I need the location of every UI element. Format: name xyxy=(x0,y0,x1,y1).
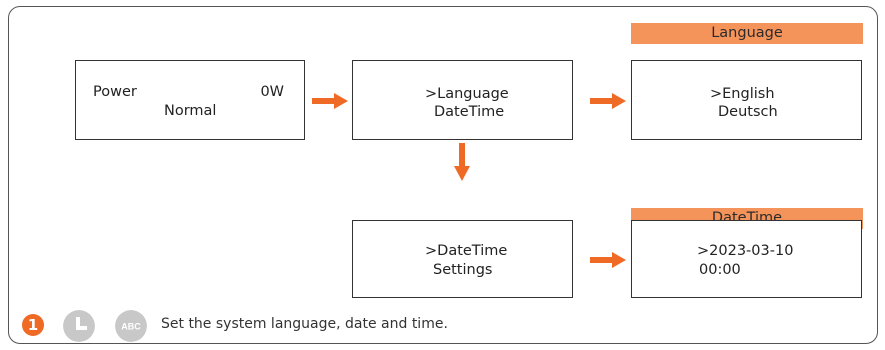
right-arrow xyxy=(590,93,626,109)
clock-icon xyxy=(63,310,95,342)
settings-menu-item: Settings xyxy=(433,262,493,278)
menu-screen: >Language DateTime xyxy=(352,60,573,140)
step-caption: Set the system language, date and time. xyxy=(161,316,448,332)
abc-keyboard-icon: ABC xyxy=(115,310,147,342)
time-value: 00:00 xyxy=(699,262,741,278)
date-value: >2023-03-10 xyxy=(697,243,794,259)
language-screen: >English Deutsch xyxy=(631,60,862,140)
right-arrow xyxy=(312,93,348,109)
down-arrow xyxy=(454,143,470,181)
right-arrow xyxy=(590,252,626,268)
status-state: Normal xyxy=(164,103,217,119)
language-option-english: >English xyxy=(710,86,775,102)
datetime-menu-screen: >DateTime Settings xyxy=(352,220,573,298)
language-option-deutsch: Deutsch xyxy=(718,104,778,120)
datetime-menu-item: >DateTime xyxy=(425,243,508,259)
menu-item-datetime: DateTime xyxy=(434,104,505,120)
diagram-frame xyxy=(8,6,878,344)
step-number-badge: 1 xyxy=(22,314,44,336)
step-number: 1 xyxy=(27,316,39,334)
menu-item-language: >Language xyxy=(425,86,509,102)
datetime-value-screen: >2023-03-10 00:00 xyxy=(631,220,862,298)
abc-label: ABC xyxy=(121,322,141,332)
language-banner: Language xyxy=(631,23,863,44)
power-value: 0W xyxy=(260,84,284,100)
status-screen: Power 0W Normal xyxy=(75,60,305,140)
power-label: Power xyxy=(93,84,137,100)
